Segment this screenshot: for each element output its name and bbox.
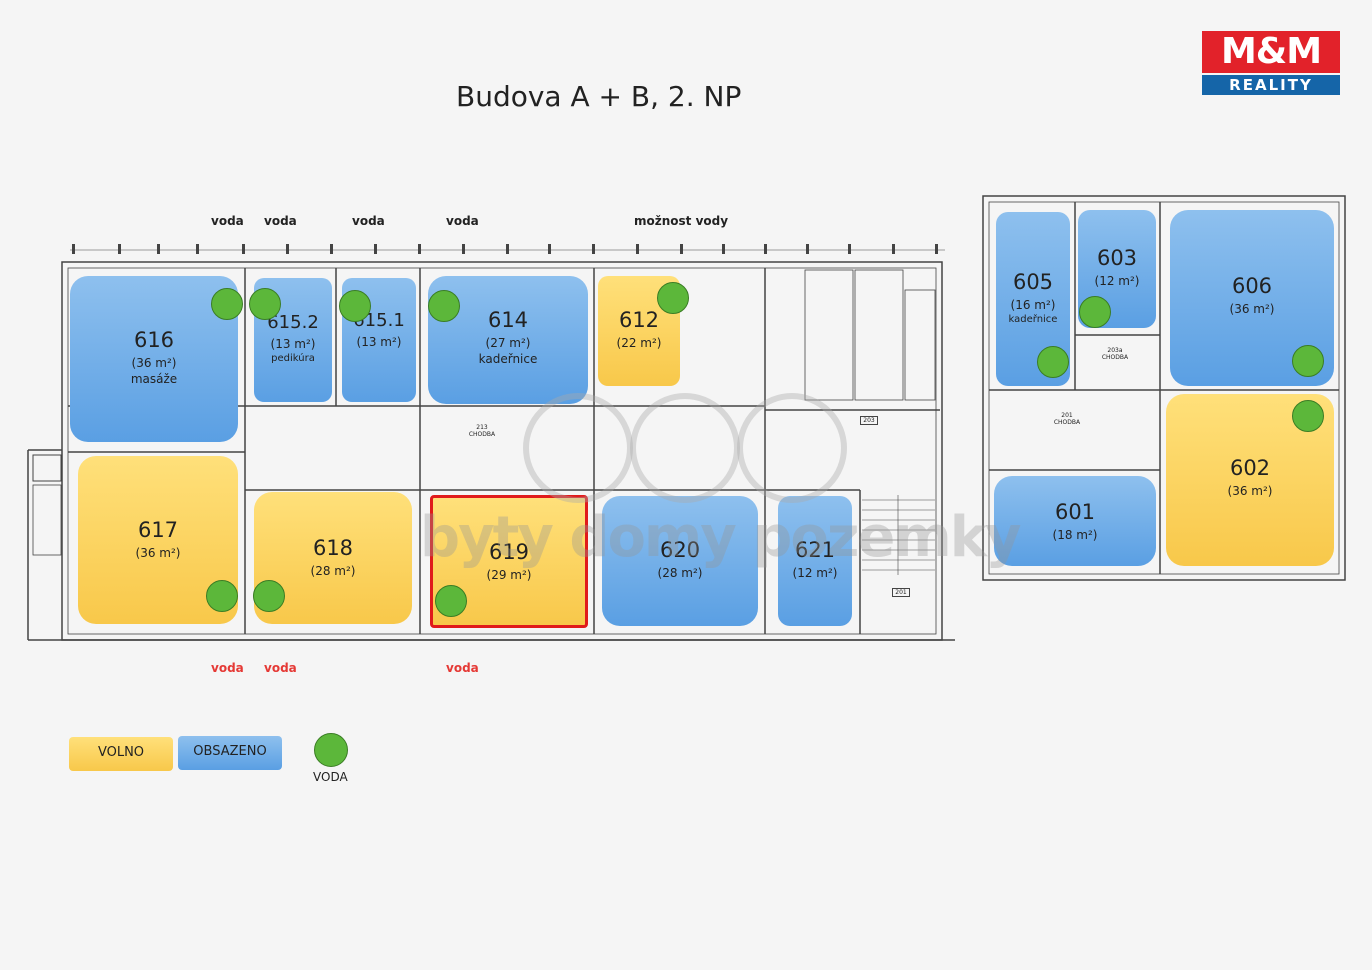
room-area: (12 m²) <box>1094 274 1140 288</box>
room-number: 615.2 <box>267 312 319 333</box>
legend-free: VOLNO <box>69 737 173 771</box>
room-label-203: 203 <box>860 416 878 425</box>
water-label-top-1: voda <box>211 214 244 228</box>
logo-bottom: REALITY <box>1202 75 1340 95</box>
water-dot <box>1079 296 1111 328</box>
water-label-bottom-3: voda <box>446 661 479 675</box>
room-620[interactable]: 620 (28 m²) <box>602 496 758 626</box>
water-dot <box>249 288 281 320</box>
water-label-top-4: voda <box>446 214 479 228</box>
water-label-bottom-2: voda <box>264 661 297 675</box>
room-use: pedikúra <box>271 353 315 364</box>
room-area: (18 m²) <box>1052 528 1098 542</box>
room-number: 603 <box>1096 246 1138 270</box>
room-area: (36 m²) <box>1229 302 1275 316</box>
room-number: 614 <box>487 308 529 332</box>
water-dot <box>253 580 285 612</box>
room-area: (36 m²) <box>131 356 177 370</box>
room-number: 621 <box>794 538 836 562</box>
water-label-top-5: možnost vody <box>634 214 729 228</box>
room-615-1[interactable]: 615.1 (13 m²) <box>342 278 416 402</box>
legend-water-icon <box>314 733 348 767</box>
water-dot <box>428 290 460 322</box>
room-number: 616 <box>133 328 175 352</box>
room-number: 617 <box>137 518 179 542</box>
corridor-label-203a: 203a CHODBA <box>1101 347 1129 361</box>
room-area: (27 m²) <box>485 336 531 350</box>
room-number: 619 <box>488 540 530 564</box>
water-dot <box>1292 400 1324 432</box>
room-number: 612 <box>618 308 660 332</box>
room-number: 601 <box>1054 500 1096 524</box>
room-area: (22 m²) <box>616 336 662 350</box>
room-619-selected[interactable]: 619 (29 m²) <box>430 495 588 628</box>
room-616[interactable]: 616 (36 m²) masáže <box>70 276 238 442</box>
legend-water: VODA <box>313 770 348 784</box>
room-area: (28 m²) <box>310 564 356 578</box>
page-title: Budova A + B, 2. NP <box>456 80 742 113</box>
room-number: 620 <box>659 538 701 562</box>
room-area: (28 m²) <box>657 566 703 580</box>
room-area: (16 m²) <box>1010 298 1056 312</box>
water-dot <box>211 288 243 320</box>
room-number: 602 <box>1229 456 1271 480</box>
room-area: (29 m²) <box>486 568 532 582</box>
room-number: 605 <box>1012 270 1054 294</box>
water-dot <box>206 580 238 612</box>
watermark: byty domy pozemky <box>420 505 1021 570</box>
legend-occupied: OBSAZENO <box>178 736 282 770</box>
room-area: (36 m²) <box>1227 484 1273 498</box>
water-label-bottom-1: voda <box>211 661 244 675</box>
room-area: (36 m²) <box>135 546 181 560</box>
room-use: kadeřnice <box>1008 314 1058 325</box>
water-dot <box>657 282 689 314</box>
corridor-label-201: 201 CHODBA <box>1053 412 1081 426</box>
room-621[interactable]: 621 (12 m²) <box>778 496 852 626</box>
mm-reality-logo: M&M REALITY <box>1202 31 1340 95</box>
water-dot <box>435 585 467 617</box>
room-number: 606 <box>1231 274 1273 298</box>
water-label-top-2: voda <box>264 214 297 228</box>
logo-top: M&M <box>1202 31 1340 73</box>
room-use: kadeřnice <box>478 352 538 366</box>
room-601[interactable]: 601 (18 m²) <box>994 476 1156 566</box>
room-area: (12 m²) <box>792 566 838 580</box>
water-dot <box>1292 345 1324 377</box>
room-label-201: 201 <box>892 588 910 597</box>
room-use: masáže <box>130 372 178 386</box>
room-area: (13 m²) <box>356 335 402 349</box>
room-number: 618 <box>312 536 354 560</box>
water-dot <box>1037 346 1069 378</box>
water-dot <box>339 290 371 322</box>
room-area: (13 m²) <box>270 337 316 351</box>
water-label-top-3: voda <box>352 214 385 228</box>
corridor-label-213: 213 CHODBA <box>468 424 496 438</box>
